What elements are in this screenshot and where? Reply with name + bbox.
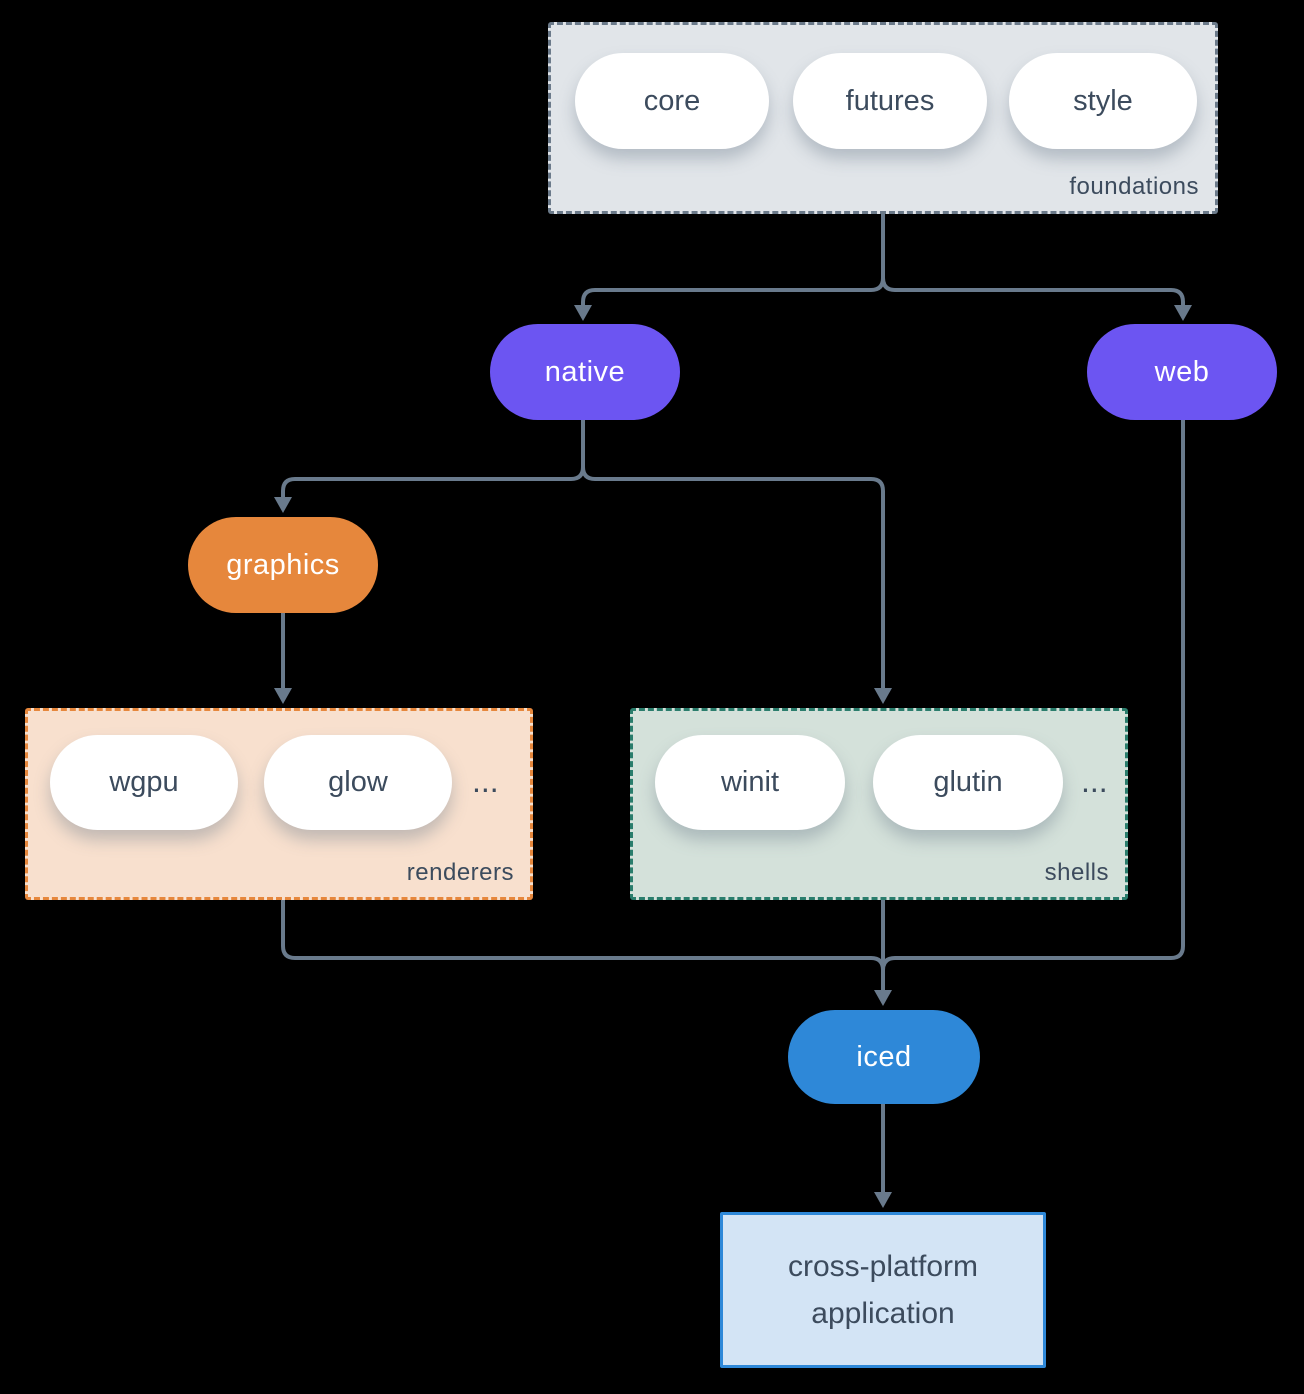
node-iced: iced <box>788 1010 980 1104</box>
renderers-label: renderers <box>406 859 514 886</box>
shells-label: shells <box>1044 859 1109 886</box>
node-style: style <box>1009 53 1197 149</box>
edge-native-to-graphics <box>281 466 585 498</box>
node-glutin: glutin <box>873 735 1063 830</box>
node-web: web <box>1087 324 1277 420</box>
shells-group: winit glutin ... shells <box>630 708 1128 900</box>
node-core: core <box>575 53 769 149</box>
arrowhead-shells-icon <box>874 688 892 704</box>
foundations-group: core futures style foundations <box>548 22 1218 214</box>
application-label-line2: application <box>811 1297 955 1330</box>
foundations-label: foundations <box>1069 173 1199 200</box>
node-graphics: graphics <box>188 517 378 613</box>
arrowhead-web-icon <box>1174 305 1192 321</box>
arrowhead-graphics-icon <box>274 497 292 513</box>
arrowhead-native-icon <box>574 305 592 321</box>
edge-foundations-to-web <box>881 277 1185 306</box>
edge-renderers-to-iced <box>281 900 885 971</box>
renderers-ellipsis: ... <box>472 763 499 799</box>
arrowhead-application-icon <box>874 1192 892 1208</box>
application-box: cross-platform application <box>720 1212 1046 1368</box>
node-native: native <box>490 324 680 420</box>
edge-native-to-shells <box>581 466 885 690</box>
node-wgpu: wgpu <box>50 735 238 830</box>
arrowhead-iced-icon <box>874 990 892 1006</box>
node-glow: glow <box>264 735 452 830</box>
arrowhead-renderers-icon <box>274 688 292 704</box>
node-futures: futures <box>793 53 987 149</box>
renderers-group: wgpu glow ... renderers <box>25 708 533 900</box>
shells-ellipsis: ... <box>1081 763 1108 799</box>
application-label-line1: cross-platform <box>787 1250 979 1283</box>
node-winit: winit <box>655 735 845 830</box>
edge-foundations-to-native <box>581 277 885 306</box>
